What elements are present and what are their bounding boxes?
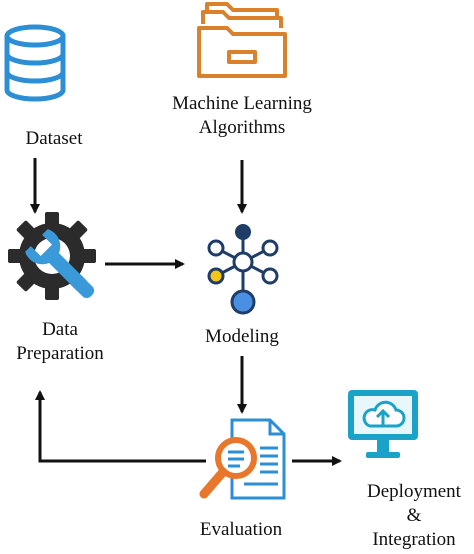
preparation-label: Data Preparation [0,318,120,366]
deployment-label-line1: Deployment [367,481,461,502]
gear-wrench-icon [8,212,96,300]
network-nodes-icon [207,224,279,315]
deployment-label: Deployment & Integration [354,480,474,552]
evaluation-label-text: Evaluation [199,519,283,540]
arrow-evaluation-to-preparation [35,390,206,463]
dataset-label: Dataset [0,127,108,151]
modeling-label: Modeling [182,325,302,349]
algorithms-label-line1: Machine Learning [172,93,312,114]
preparation-label-line2: Preparation [16,343,104,364]
monitor-cloud-upload-icon [348,390,418,458]
algorithms-label: Machine Learning Algorithms [152,92,332,140]
folder-icon [197,2,287,78]
deployment-label-line2: & [406,505,422,526]
algorithms-label-line2: Algorithms [198,117,286,138]
database-icon [4,24,66,102]
deployment-label-line3: Integration [372,529,456,550]
dataset-label-text: Dataset [25,128,83,149]
preparation-label-line1: Data [42,319,78,340]
modeling-label-text: Modeling [205,326,279,347]
evaluation-label: Evaluation [176,518,306,542]
document-magnifier-icon [199,418,286,500]
